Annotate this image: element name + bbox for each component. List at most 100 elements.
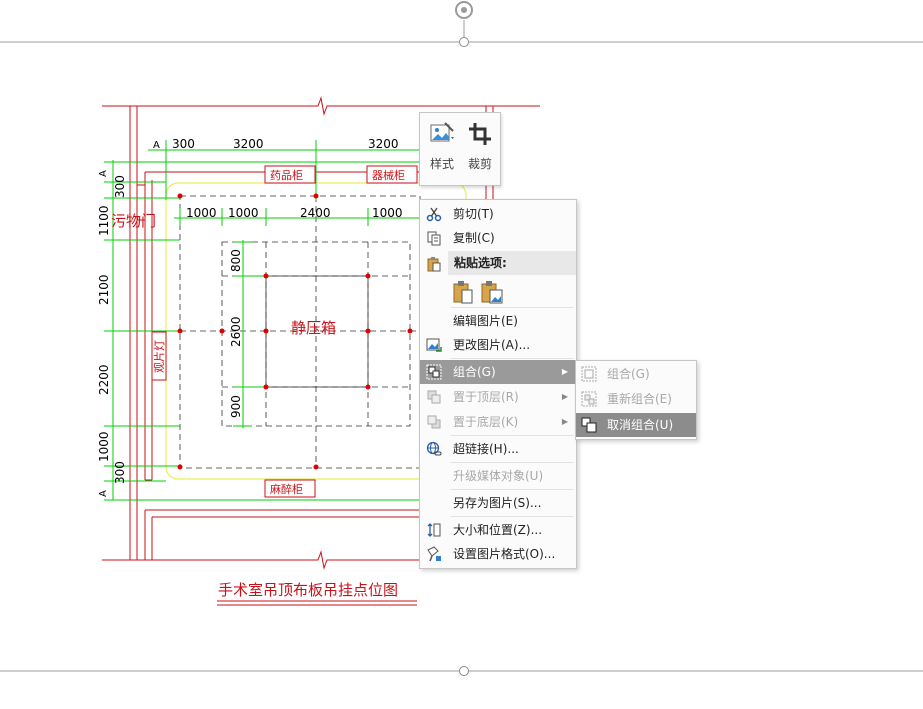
- drug-cabinet-label: 药品柜: [270, 169, 303, 182]
- crop-label: 裁剪: [467, 157, 492, 171]
- submenu-arrow-icon: ▶: [561, 392, 568, 401]
- menu-size-position-label: 大小和位置(Z)...: [453, 523, 543, 537]
- bring-to-front-icon: [427, 390, 441, 404]
- menu-item-upgrade-media[interactable]: 升级媒体对象(U): [420, 464, 576, 488]
- scissors-icon: [426, 207, 442, 222]
- group-objects-icon: [581, 366, 597, 382]
- paste-options-label: 粘贴选项:: [454, 256, 507, 270]
- menu-separator: [450, 516, 574, 517]
- submenu-arrow-icon: ▶: [561, 367, 568, 376]
- regroup-icon: [581, 391, 597, 407]
- rotate-handle-icon[interactable]: [455, 1, 473, 19]
- menu-item-edit-picture[interactable]: 编辑图片(E): [420, 309, 576, 333]
- menu-item-hyperlink[interactable]: 超链接(H)...: [420, 437, 576, 461]
- dim-mid-2: 1000: [228, 206, 259, 220]
- dim-top-1: 300: [172, 137, 195, 151]
- dim-left-a2: A: [98, 490, 109, 497]
- menu-send-to-back-label: 置于底层(K): [453, 415, 519, 429]
- dim-top-3: 3200: [368, 137, 399, 151]
- submenu-ungroup-label: 取消组合(U): [607, 418, 674, 432]
- menu-separator: [450, 358, 574, 359]
- drawing-caption: 手术室吊顶布板吊挂点位图: [218, 581, 398, 599]
- submenu-regroup-label: 重新组合(E): [607, 392, 672, 406]
- group-icon: [426, 364, 442, 380]
- dim-inner-1: 800: [229, 249, 243, 272]
- size-position-icon: [427, 523, 441, 537]
- paste-as-picture-button[interactable]: [480, 280, 504, 304]
- menu-copy-label: 复制(C): [453, 231, 495, 245]
- paste-use-destination-button[interactable]: [452, 280, 474, 304]
- menu-hyperlink-label: 超链接(H)...: [453, 442, 519, 456]
- menu-separator: [450, 435, 574, 436]
- paste-icon: [427, 257, 441, 272]
- menu-item-size-and-position[interactable]: 大小和位置(Z)...: [420, 518, 576, 542]
- dimension-lines: [104, 140, 420, 501]
- format-picture-icon: [427, 546, 441, 562]
- viewer-box: [151, 331, 167, 381]
- copy-icon: [427, 231, 441, 246]
- menu-item-save-as-picture[interactable]: 另存为图片(S)...: [420, 491, 576, 515]
- drug-cabinet-box: [264, 165, 316, 184]
- dim-left-a1: A: [98, 170, 109, 177]
- resize-handle-bottom[interactable]: [459, 666, 469, 676]
- menu-format-picture-label: 设置图片格式(O)...: [453, 547, 556, 561]
- style-button[interactable]: 样式: [424, 117, 460, 179]
- resize-handle-top[interactable]: [459, 37, 469, 47]
- dim-mid-3: 2400: [300, 206, 331, 220]
- menu-edit-picture-label: 编辑图片(E): [453, 314, 518, 328]
- door-label: 污物门: [111, 212, 156, 230]
- hanging-points: [177, 193, 413, 470]
- menu-item-send-to-back[interactable]: 置于底层(K) ▶: [420, 410, 576, 434]
- paste-picture-icon: [481, 281, 503, 304]
- submenu-item-ungroup[interactable]: 取消组合(U): [576, 413, 696, 437]
- viewer-label: 观片灯: [153, 340, 166, 373]
- menu-bring-to-front-label: 置于顶层(R): [453, 390, 519, 404]
- submenu-arrow-icon: ▶: [561, 417, 568, 426]
- mini-toolbar: 样式 裁剪: [419, 112, 501, 186]
- group-submenu: 组合(G) 重新组合(E) 取消组合(U): [575, 360, 697, 440]
- menu-change-picture-label: 更改图片(A)...: [453, 338, 531, 352]
- menu-item-bring-to-front[interactable]: 置于顶层(R) ▶: [420, 385, 576, 409]
- dim-top-2: 3200: [233, 137, 264, 151]
- dim-left-1: 300: [113, 175, 127, 198]
- crop-icon: [469, 123, 491, 145]
- menu-separator: [450, 489, 574, 490]
- style-label: 样式: [429, 157, 454, 171]
- menu-item-change-picture[interactable]: 更改图片(A)...: [420, 333, 576, 357]
- send-to-back-icon: [427, 415, 441, 429]
- menu-separator: [450, 307, 574, 308]
- dim-inner-2: 2600: [229, 316, 243, 347]
- equip-cabinet-label: 器械柜: [372, 168, 405, 182]
- menu-item-cut[interactable]: 剪切(T): [420, 202, 576, 226]
- anesthesia-label: 麻醉柜: [270, 482, 303, 496]
- equip-cabinet-box: [366, 165, 418, 184]
- plenum-label: 静压箱: [291, 319, 336, 337]
- anesthesia-box: [264, 479, 316, 498]
- dim-left-5: 1000: [97, 431, 111, 462]
- dim-left-4: 2200: [97, 364, 111, 395]
- dim-left-3: 2100: [97, 274, 111, 305]
- submenu-item-regroup[interactable]: 重新组合(E): [576, 387, 696, 411]
- dim-mid-4: 1000: [372, 206, 403, 220]
- menu-item-copy[interactable]: 复制(C): [420, 226, 576, 250]
- dim-left-2: 1100: [97, 205, 111, 236]
- dim-left-6: 300: [113, 461, 127, 484]
- menu-upgrade-media-label: 升级媒体对象(U): [453, 469, 544, 483]
- menu-separator: [450, 462, 574, 463]
- crop-button[interactable]: 裁剪: [462, 117, 498, 179]
- paste-clipboard-icon: [453, 281, 473, 304]
- menu-group-label: 组合(G): [453, 365, 496, 379]
- dim-mid-1: 1000: [186, 206, 217, 220]
- submenu-group-label: 组合(G): [607, 367, 650, 381]
- submenu-item-group[interactable]: 组合(G): [576, 362, 696, 386]
- dim-top-a: A: [153, 140, 160, 151]
- change-picture-icon: [426, 338, 442, 352]
- paste-options-header: 粘贴选项:: [448, 251, 576, 275]
- hyperlink-icon: [426, 441, 442, 456]
- context-menu: 剪切(T) 复制(C) 粘贴选项: 编辑图片(E): [419, 199, 577, 569]
- picture-style-icon: [430, 122, 454, 142]
- dim-inner-3: 900: [229, 395, 243, 418]
- menu-item-format-picture[interactable]: 设置图片格式(O)...: [420, 542, 576, 566]
- menu-item-group[interactable]: 组合(G) ▶: [420, 360, 576, 384]
